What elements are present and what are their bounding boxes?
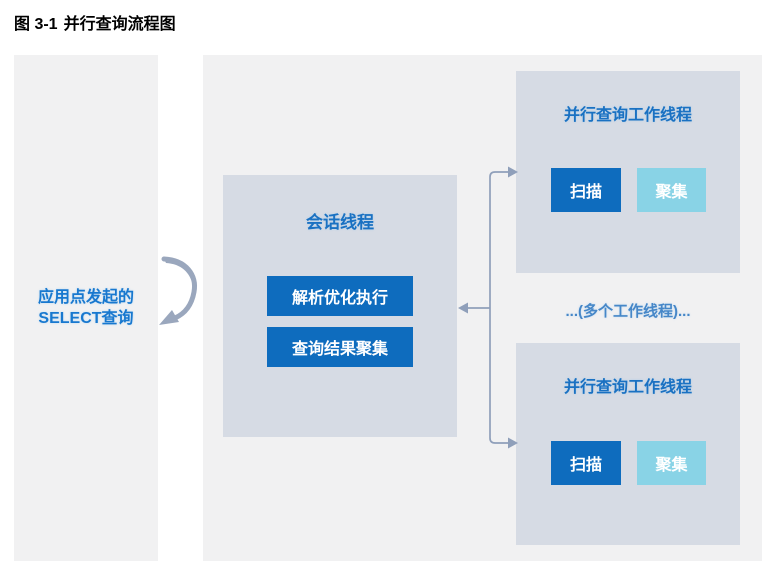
scan-step: 扫描 (551, 441, 621, 485)
origin-label-line1: 应用点发起的 (37, 289, 134, 306)
application-panel: 应用点发起的 SELECT查询 (14, 55, 158, 561)
figure-number: 图 3-1 (14, 16, 58, 33)
figure-title: 并行查询流程图 (63, 16, 176, 33)
origin-label-line2: SELECT查询 (38, 310, 134, 327)
figure-caption: 图 3-1 并行查询流程图 (14, 10, 176, 34)
worker-thread-title: 并行查询工作线程 (563, 379, 692, 396)
gather-step: 聚集 (637, 441, 706, 485)
query-result-gather-step: 查询结果聚集 (267, 327, 413, 367)
clockwise-curved-arrow-icon (159, 256, 197, 325)
worker-thread-title: 并行查询工作线程 (563, 107, 692, 124)
parse-optimize-execute-step: 解析优化执行 (267, 276, 413, 316)
session-thread-title: 会话线程 (306, 213, 374, 232)
gather-step: 聚集 (637, 168, 706, 212)
select-query-origin-label: 应用点发起的 SELECT查询 (38, 287, 134, 329)
worker-thread-box-top: 并行查询工作线程 扫描 聚集 (516, 71, 740, 273)
multiple-worker-threads-label: ...(多个工作线程)... (565, 303, 691, 320)
worker-thread-box-bottom: 并行查询工作线程 扫描 聚集 (516, 343, 740, 545)
scan-step: 扫描 (551, 168, 621, 212)
session-thread-box: 会话线程 解析优化执行 查询结果聚集 (223, 175, 457, 437)
